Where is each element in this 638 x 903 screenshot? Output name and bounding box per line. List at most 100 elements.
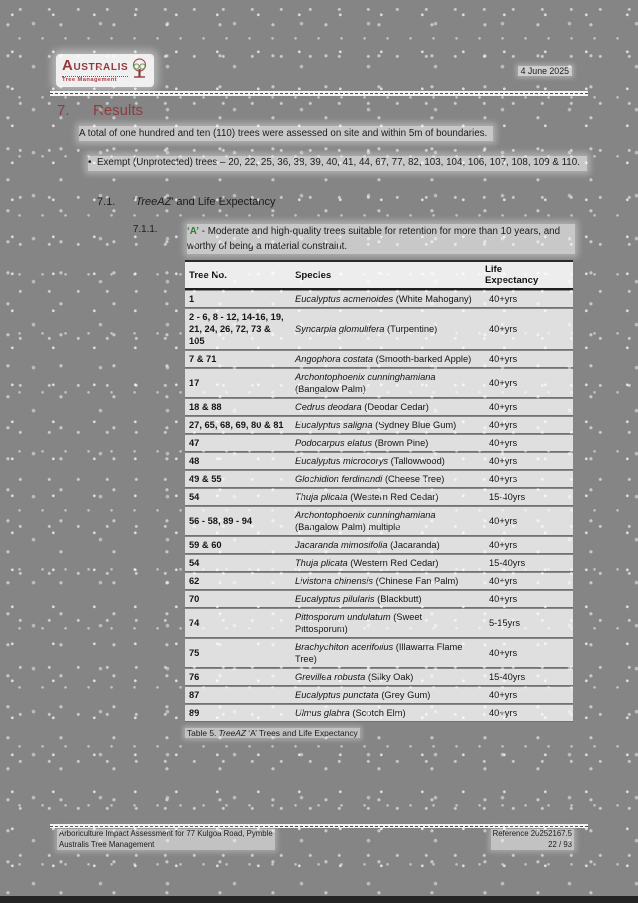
subsection-number: 7.1. [97, 196, 116, 208]
species-cell: Eucalyptus pilularis (Blackbutt) [291, 591, 481, 608]
species-common-name: (Blackbutt) [374, 594, 422, 604]
section-title: Results [93, 102, 144, 119]
logo-brand-text: AUSTRALIS [62, 57, 128, 74]
species-latin-name: Thuja plicata [295, 558, 348, 568]
tree-no-cell: 87 [185, 687, 291, 704]
species-cell: Thuja plicata (Western Red Cedar) [291, 489, 481, 506]
logo-initial: A [62, 57, 74, 74]
species-common-name: (Tallowwood) [388, 456, 445, 466]
species-common-name: (Silky Oak) [365, 672, 414, 682]
species-latin-name: Eucalyptus saligna [295, 420, 373, 430]
table-row: 59 & 60 Jacaranda mimosifolia (Jacaranda)… [185, 537, 573, 554]
species-latin-name: Archontophoenix cunninghamiana [295, 372, 436, 382]
tree-no-cell: 54 [185, 555, 291, 572]
species-cell: Pittosporum undulatum (Sweet Pittosporum… [291, 609, 481, 638]
logo-wordmark: AUSTRALIS Tree Management [62, 57, 129, 84]
species-latin-name: Livistona chinensis [295, 576, 374, 586]
species-common-name: (Chinese Fan Palm) [373, 576, 459, 586]
tree-no-cell: 49 & 55 [185, 471, 291, 488]
table-row: 49 & 55 Glochidion ferdinandi (Cheese Tre… [185, 471, 573, 488]
caption-italic: TreeAZ [218, 728, 246, 738]
species-common-name: (Scotch Elm) [349, 708, 406, 718]
life-expectancy-cell: 40+yrs [481, 471, 573, 488]
species-cell: Eucalyptus microcorys (Tallowwood) [291, 453, 481, 470]
species-latin-name: Eucalyptus pilularis [295, 594, 375, 604]
subsection-title: ‘TreeAZ’ and Life Expectancy [133, 196, 275, 208]
col-header-life-expectancy: Life Expectancy [481, 260, 573, 290]
species-cell: Podocarpus elatus (Brown Pine) [291, 435, 481, 452]
species-latin-name: Glochidion ferdinandi [295, 474, 383, 484]
life-expectancy-cell: 40+yrs [481, 417, 573, 434]
results-intro-paragraph: A total of one hundred and ten (110) tre… [79, 126, 493, 141]
bullet-marker: • [88, 157, 92, 168]
clause-text: ‘A’ - Moderate and high-quality trees su… [187, 224, 575, 254]
scan-edge-artifact [0, 896, 638, 903]
species-latin-name: Grevillea robusta [295, 672, 366, 682]
species-common-name: (Jacaranda) [387, 540, 440, 550]
species-cell: Ulmus glabra (Scotch Elm) [291, 705, 481, 722]
species-common-name: (Turpentine) [384, 324, 438, 334]
life-expectancy-cell: 15-40yrs [481, 555, 573, 572]
species-latin-name: Thuja plicata [295, 492, 348, 502]
species-cell: Thuja plicata (Western Red Cedar) [291, 555, 481, 572]
footer-rule [50, 824, 588, 828]
tree-no-cell: 2 - 6, 8 - 12, 14-16, 19, 21, 24, 26, 72… [185, 309, 291, 350]
tree-no-cell: 1 [185, 291, 291, 308]
species-latin-name: Brachychiton acerifolius [295, 642, 394, 652]
tree-no-cell: 74 [185, 609, 291, 638]
species-cell: Brachychiton acerifolius (Illawarra Flam… [291, 639, 481, 668]
table-row: 2 - 6, 8 - 12, 14-16, 19, 21, 24, 26, 72… [185, 309, 573, 350]
tree-no-cell: 27, 65, 68, 69, 80 & 81 [185, 417, 291, 434]
species-common-name: (Deodar Cedar) [361, 402, 429, 412]
species-cell: Livistona chinensis (Chinese Fan Palm) [291, 573, 481, 590]
col-header-tree-no: Tree No. [185, 260, 291, 290]
clause-grade-letter: ‘A’ [187, 226, 199, 237]
bullet-text: Exempt (Unprotected) trees – 20, 22, 25,… [97, 157, 580, 168]
species-latin-name: Syncarpia glomulifera [295, 324, 385, 334]
logo-rest: USTRALIS [73, 62, 129, 73]
footer-right: Reference 20252167.5 22 / 93 [490, 829, 574, 850]
species-suffix: multiple [365, 522, 401, 532]
company-logo: AUSTRALIS Tree Management [56, 54, 155, 87]
life-expectancy-cell: 40+yrs [481, 507, 573, 536]
table-caption: Table 5. TreeAZ ‘A’ Trees and Life Expec… [185, 728, 360, 738]
subsection-title-italic: TreeAZ [135, 196, 172, 208]
tree-icon [133, 58, 147, 78]
subsection-title-open-quote: ‘ [133, 196, 136, 208]
footer-page-number: 22 / 93 [548, 839, 572, 849]
species-cell: Angophora costata (Smooth-barked Apple) [291, 351, 481, 368]
life-expectancy-cell: 40+yrs [481, 537, 573, 554]
footer-report-title: Arboriculture Impact Assessment for 77 K… [59, 829, 273, 838]
species-cell: Grevillea robusta (Silky Oak) [291, 669, 481, 686]
tree-no-cell: 59 & 60 [185, 537, 291, 554]
species-cell: Eucalyptus saligna (Sydney Blue Gum) [291, 417, 481, 434]
species-cell: Eucalyptus acmenoides (White Mahogany) [291, 291, 481, 308]
species-common-name: (Cheese Tree) [382, 474, 445, 484]
tree-no-cell: 7 & 71 [185, 351, 291, 368]
life-expectancy-cell: 40+yrs [481, 453, 573, 470]
tree-no-cell: 48 [185, 453, 291, 470]
species-cell: Eucalyptus punctata (Grey Gum) [291, 687, 481, 704]
tree-no-cell: 62 [185, 573, 291, 590]
tree-no-cell: 54 [185, 489, 291, 506]
clause-description: - Moderate and high-quality trees suitab… [187, 226, 561, 252]
tree-no-cell: 76 [185, 669, 291, 686]
document-date: 4 June 2025 [517, 66, 572, 76]
species-common-name: (Sydney Blue Gum) [372, 420, 457, 430]
species-latin-name: Pittosporum undulatum [295, 612, 391, 622]
life-expectancy-cell: 40+yrs [481, 351, 573, 368]
species-latin-name: Jacaranda mimosifolia [295, 540, 388, 550]
life-expectancy-cell: 40+yrs [481, 639, 573, 668]
species-latin-name: Ulmus glabra [295, 708, 350, 718]
header-rule [50, 91, 588, 96]
